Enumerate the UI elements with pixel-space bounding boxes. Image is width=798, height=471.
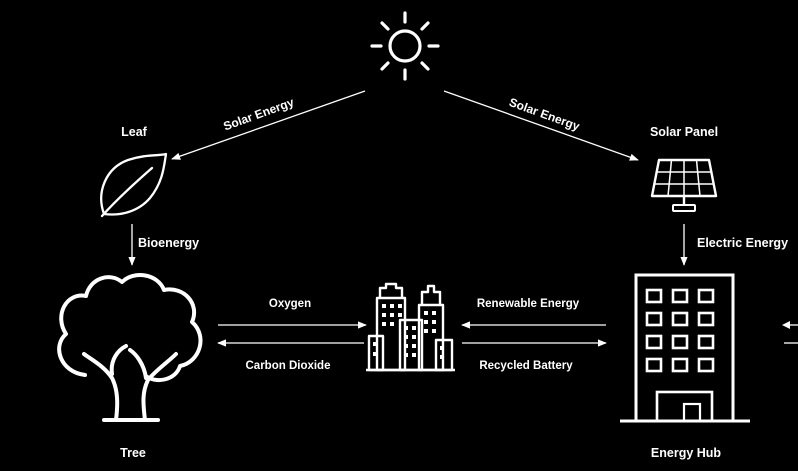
city-buildings-icon <box>366 282 455 372</box>
node-label-solar-panel: Solar Panel <box>650 125 718 139</box>
city-windows <box>373 304 444 359</box>
solar-panel-icon <box>650 158 718 212</box>
arrow-sun-to-leaf <box>171 90 366 160</box>
tree-icon <box>57 273 203 422</box>
sun-icon <box>370 11 440 81</box>
node-label-leaf: Leaf <box>121 125 148 139</box>
cropped-right-edge-arrow <box>782 321 798 344</box>
label-sun-to-leaf: Solar Energy <box>221 95 296 134</box>
arrow-sun-to-panel <box>443 90 639 161</box>
label-city-to-hub: Recycled Battery <box>479 360 573 372</box>
node-label-energy-hub: Energy Hub <box>651 446 722 460</box>
energy-hub-windows <box>645 288 715 373</box>
label-panel-to-hub: Electric Energy <box>697 236 788 250</box>
node-label-tree: Tree <box>120 446 146 460</box>
label-tree-to-city: Oxygen <box>269 298 311 310</box>
label-hub-to-city: Renewable Energy <box>477 298 580 310</box>
label-city-to-tree: Carbon Dioxide <box>246 360 331 372</box>
energy-hub-building-icon <box>620 273 750 423</box>
label-sun-to-panel: Solar Energy <box>507 95 582 134</box>
label-leaf-to-tree: Bioenergy <box>138 236 199 250</box>
leaf-icon <box>100 152 168 218</box>
